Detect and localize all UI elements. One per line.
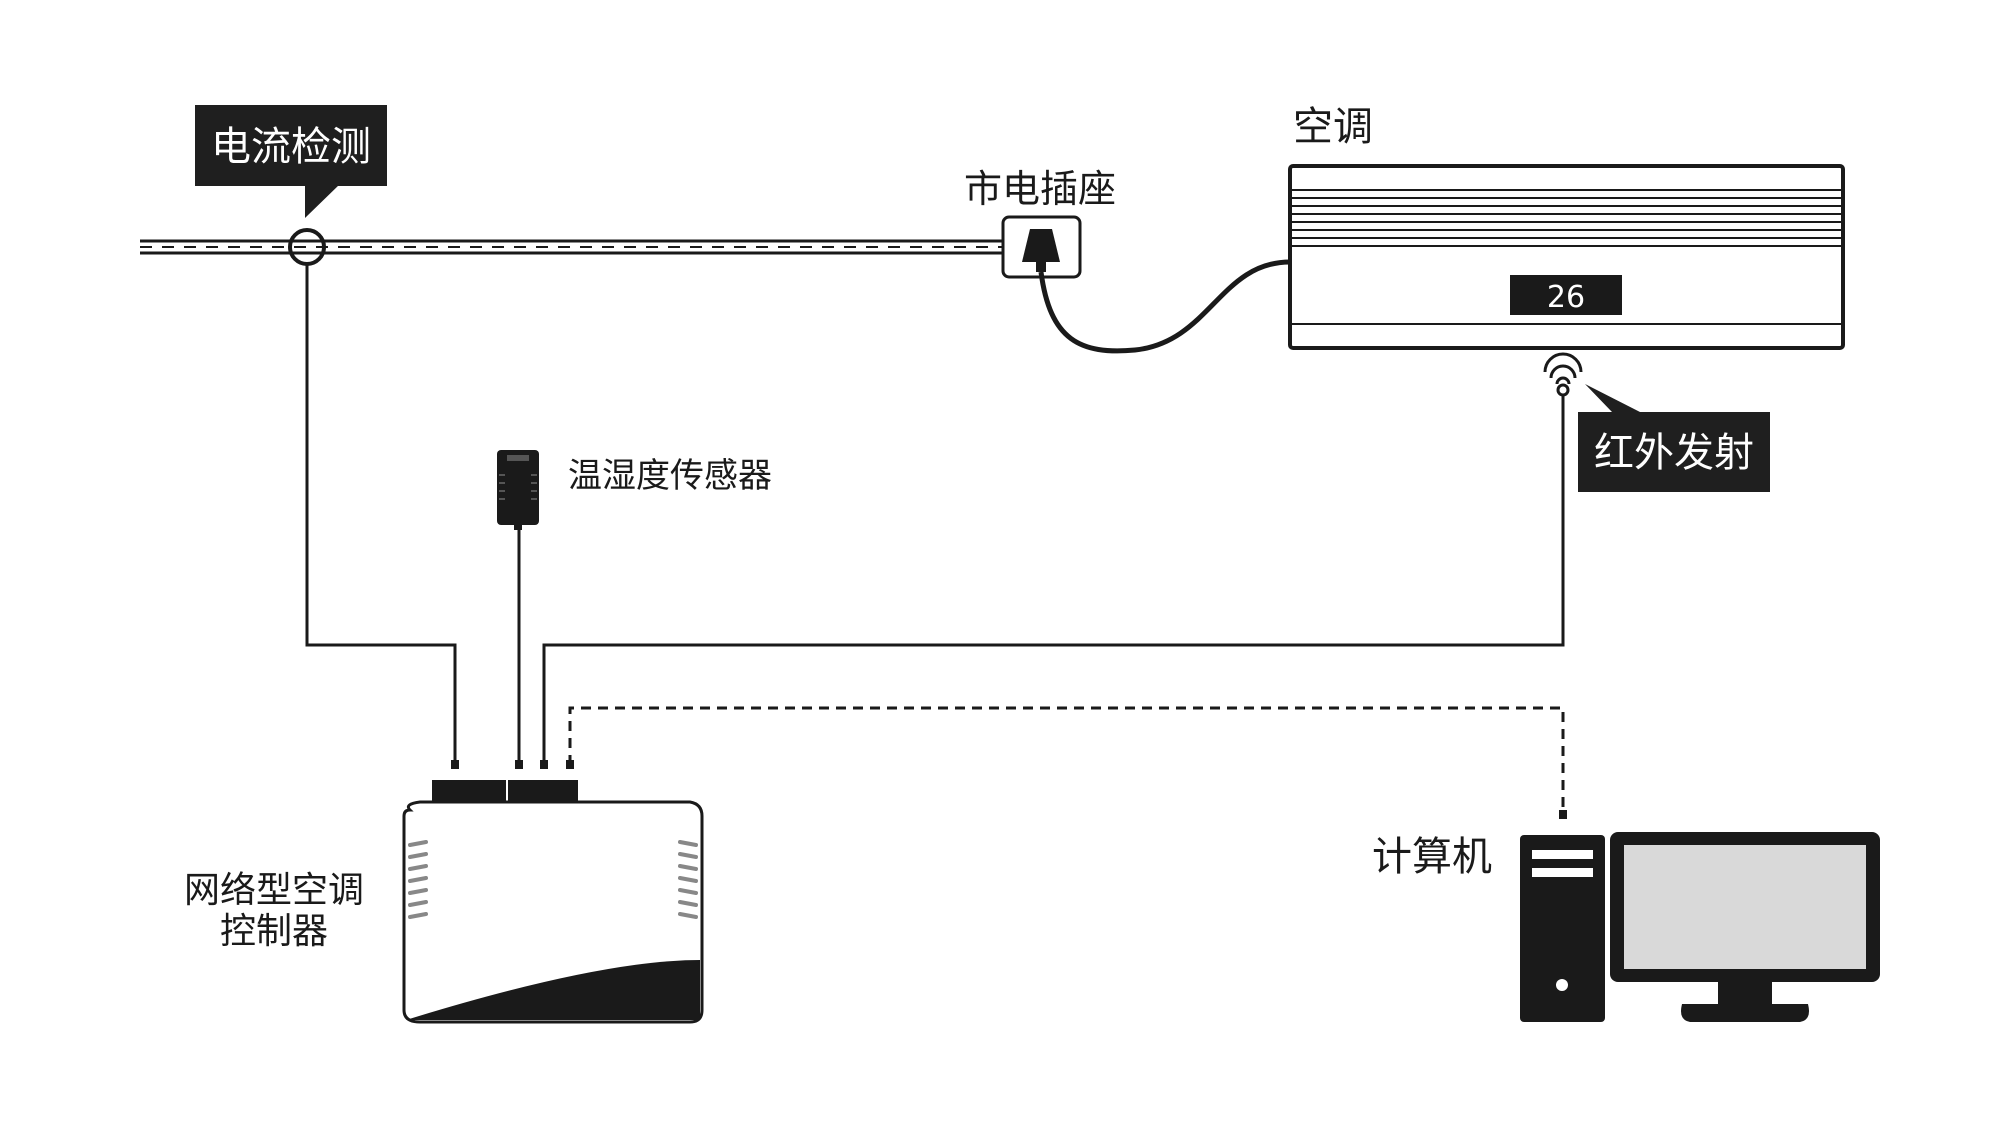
ir-emitter-callout: 红外发射 [1578,384,1770,492]
mains-cable [140,239,1003,255]
controller-wiring [305,264,1565,765]
status-leds [622,977,686,998]
controller-label-line1: 网络型空调 [184,870,364,911]
ac-power-cord [1038,259,1291,354]
ir-emitter-label: 红外发射 [1594,430,1754,476]
network-link-dashed [568,706,1565,815]
computer-tower [1520,835,1605,1022]
wall-outlet [1001,215,1082,279]
connector-pins [451,760,574,769]
network-port-pc [1559,810,1567,819]
computer-monitor [1610,832,1880,1022]
controller-label-line2: 控制器 [220,911,328,952]
ac-display-value: 26 [1547,280,1585,315]
ir-emitter-icon [1543,352,1583,397]
air-conditioner-unit: 26 [1288,164,1845,350]
air-conditioner-label: 空调 [1293,104,1373,150]
temp-humidity-sensor-label: 温湿度传感器 [568,456,772,496]
current-detect-callout: 电流检测 [195,105,387,218]
network-ac-controller [402,780,704,1024]
ac-display [1510,275,1622,315]
outlet-label: 市电插座 [964,167,1116,211]
current-detect-label: 电流检测 [211,124,371,170]
temp-humidity-sensor [497,450,539,530]
computer-label: 计算机 [1372,834,1492,880]
